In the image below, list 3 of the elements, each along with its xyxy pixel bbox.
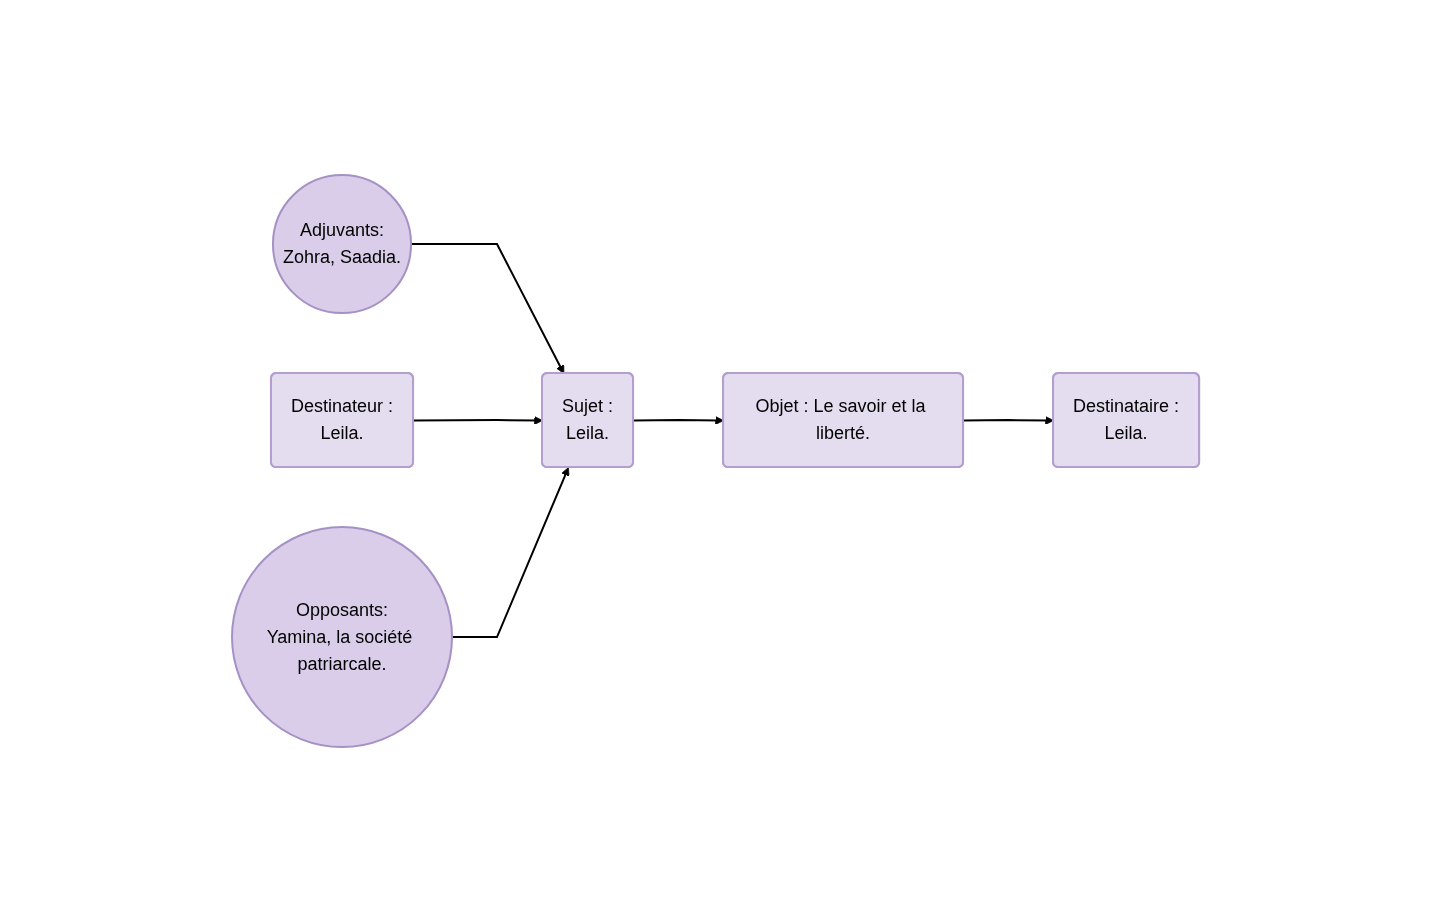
arrow <box>410 243 565 374</box>
node-circle: Opposants: Yamina, la société patriarcale. <box>230 526 453 749</box>
node-circle: Adjuvants: Zohra, Saadia. <box>271 173 412 315</box>
